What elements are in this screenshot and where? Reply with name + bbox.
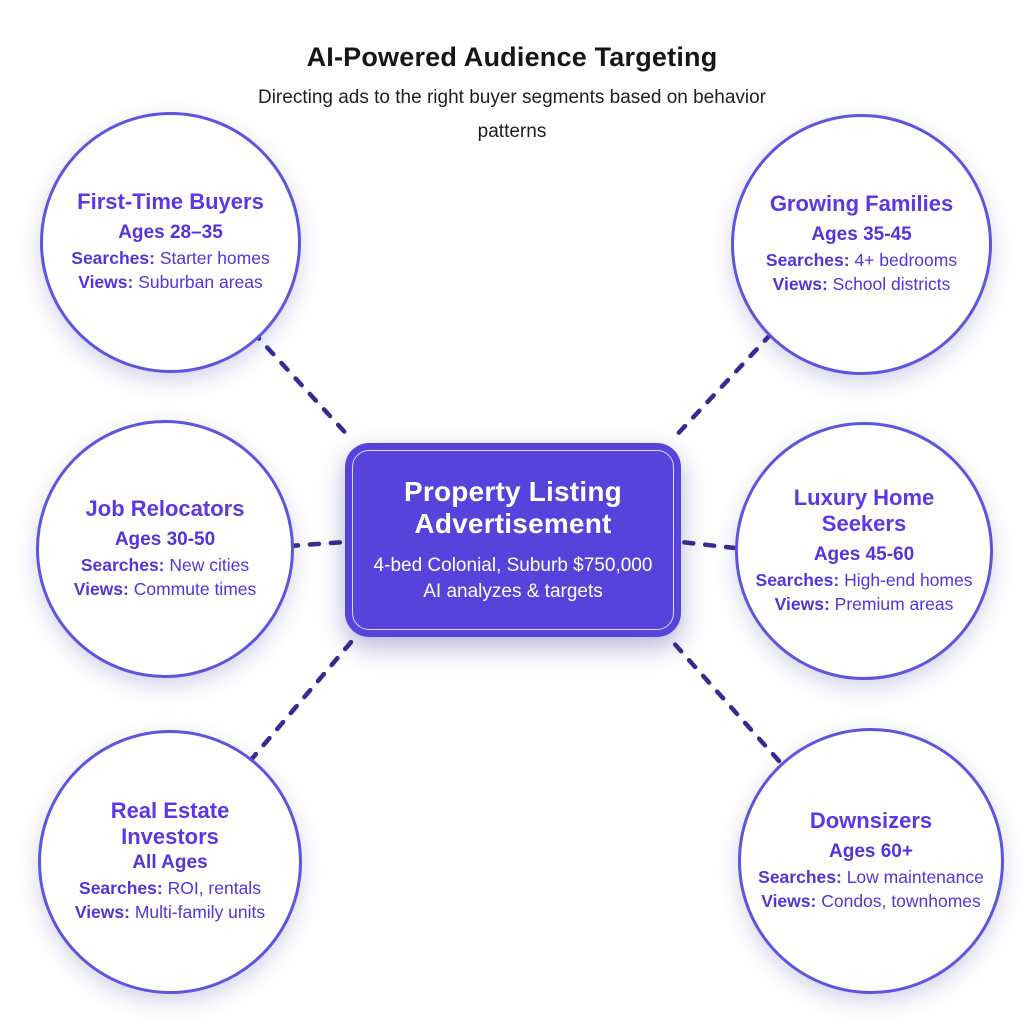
segment-ages: Ages 60+ [829, 840, 913, 862]
segment-circle-downsizers: Downsizers Ages 60+ Searches: Low mainte… [738, 728, 1004, 994]
segment-circle-job-relocators: Job Relocators Ages 30-50 Searches: New … [36, 420, 294, 678]
segment-name: Luxury Home Seekers [793, 484, 935, 536]
segment-searches: Searches: Starter homes [53, 247, 288, 270]
center-line1: 4-bed Colonial, Suburb $750,000 [373, 555, 653, 577]
segment-circle-real-estate-investors: Real Estate Investors All Ages Searches:… [38, 730, 302, 994]
searches-value: 4+ bedrooms [854, 250, 958, 271]
center-node-property-listing: Property Listing Advertisement 4-bed Col… [345, 443, 681, 637]
segment-views: Views: Premium areas [747, 593, 982, 616]
connector-growing-families [669, 331, 774, 443]
searches-value: High-end homes [844, 569, 973, 590]
segment-views: Views: Suburban areas [53, 271, 288, 294]
views-label: Views: [772, 274, 828, 295]
views-label: Views: [774, 593, 830, 614]
header: AI-Powered Audience Targeting Directing … [0, 42, 1024, 149]
views-value: Suburban areas [138, 272, 263, 293]
segment-ages: Ages 45-60 [813, 543, 915, 565]
center-title: Property Listing Advertisement [404, 475, 622, 539]
page-subtitle: Directing ads to the right buyer segment… [257, 87, 767, 143]
searches-value: ROI, rentals [167, 878, 261, 899]
searches-value: New cities [169, 554, 250, 575]
connector-downsizers [669, 638, 782, 764]
segment-searches: Searches: High-end homes [747, 569, 982, 592]
segment-name: First-Time Buyers [77, 189, 264, 215]
views-value: Multi-family units [134, 902, 266, 923]
segment-searches: Searches: Low maintenance [754, 866, 989, 889]
views-value: Commute times [133, 578, 257, 599]
searches-label: Searches: [765, 250, 850, 271]
segment-name: Downsizers [809, 807, 933, 833]
segment-name: Growing Families [769, 191, 954, 217]
connector-first-time-buyers [250, 329, 355, 443]
segment-views: Views: Condos, townhomes [754, 890, 989, 913]
views-label: Views: [73, 578, 129, 599]
segment-views: Views: Multi-family units [53, 901, 288, 924]
views-value: School districts [832, 274, 951, 295]
searches-label: Searches: [79, 878, 163, 899]
connector-job-relocators [286, 539, 348, 549]
segment-ages: All Ages [132, 852, 208, 874]
segment-name: Job Relocators [85, 495, 245, 521]
views-label: Views: [74, 902, 130, 923]
segment-views: Views: School districts [744, 273, 979, 296]
segment-circle-first-time-buyers: First-Time Buyers Ages 28–35 Searches: S… [40, 112, 301, 373]
searches-value: Starter homes [159, 248, 270, 269]
center-line2: AI analyzes & targets [423, 580, 603, 602]
views-value: Condos, townhomes [821, 890, 981, 911]
connector-luxury-home-seekers [678, 539, 738, 551]
searches-label: Searches: [71, 248, 155, 269]
segment-circle-growing-families: Growing Families Ages 35-45 Searches: 4+… [731, 114, 992, 375]
views-label: Views: [78, 272, 134, 293]
segment-searches: Searches: New cities [48, 554, 283, 577]
views-label: Views: [761, 890, 817, 911]
segment-ages: Ages 35-45 [811, 224, 912, 246]
segment-name: Real Estate Investors [110, 798, 230, 850]
views-value: Premium areas [834, 593, 954, 614]
searches-label: Searches: [758, 866, 842, 887]
segment-views: Views: Commute times [48, 578, 283, 601]
segment-searches: Searches: ROI, rentals [53, 877, 288, 900]
searches-value: Low maintenance [846, 866, 984, 887]
searches-label: Searches: [755, 569, 840, 590]
segment-circle-luxury-home-seekers: Luxury Home Seekers Ages 45-60 Searches:… [735, 422, 993, 680]
segment-searches: Searches: 4+ bedrooms [744, 249, 979, 272]
searches-label: Searches: [80, 554, 165, 575]
connector-real-estate-investors [247, 638, 355, 764]
segment-ages: Ages 30-50 [114, 528, 216, 550]
segment-ages: Ages 28–35 [118, 222, 223, 244]
page-title: AI-Powered Audience Targeting [306, 42, 718, 72]
center-description: 4-bed Colonial, Suburb $750,000 AI analy… [374, 553, 653, 604]
